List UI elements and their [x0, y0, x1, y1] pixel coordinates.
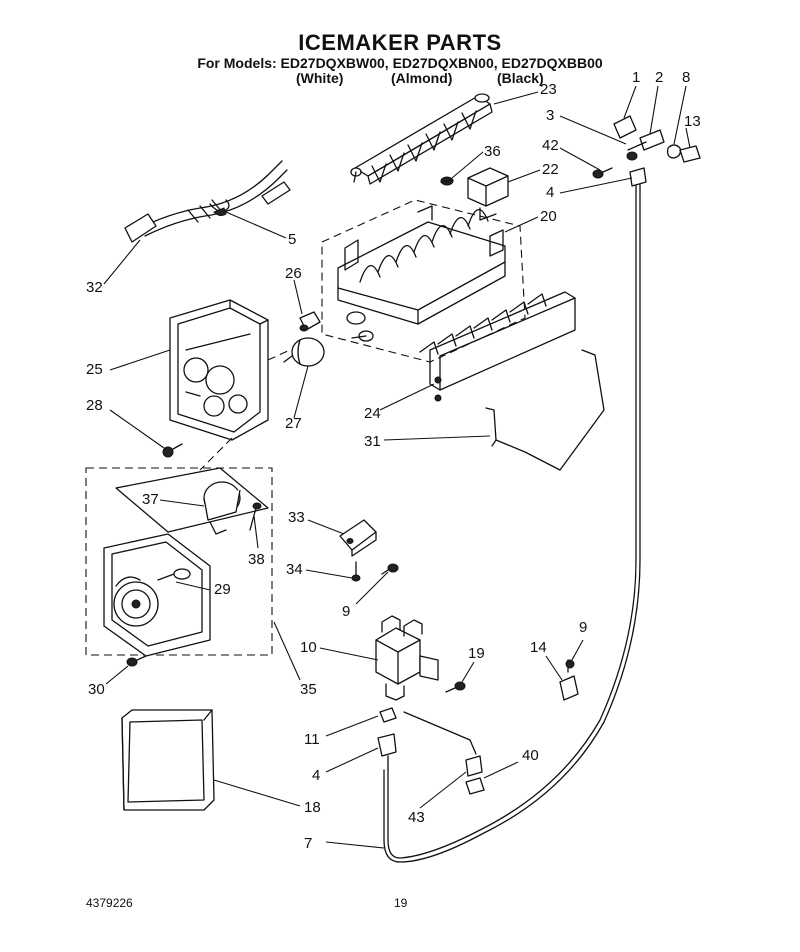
callout-label: 4 — [312, 767, 320, 784]
callout-label: 38 — [248, 551, 265, 568]
callout-label: 7 — [304, 835, 312, 852]
callout-label: 11 — [304, 731, 320, 748]
callout-label: 20 — [540, 208, 557, 225]
part-nut-40 — [465, 777, 485, 795]
callout-label: 5 — [288, 231, 296, 248]
part-bracket-33 — [339, 519, 377, 557]
page-title: ICEMAKER PARTS — [298, 30, 502, 55]
part-fitting-43 — [465, 755, 483, 777]
callout-label: 29 — [214, 581, 231, 598]
part-shutoff-arm — [485, 349, 605, 471]
callout-label: 1 — [632, 69, 640, 86]
part-clip-26 — [299, 311, 321, 332]
callout-labels: 1 2 8 3 13 42 22 4 36 23 20 5 32 26 25 2… — [86, 69, 701, 852]
callout-label: 34 — [286, 561, 303, 578]
part-wire-harness — [124, 160, 291, 243]
callout-label: 3 — [546, 107, 554, 124]
callout-label: 25 — [86, 361, 103, 378]
part-motor-module-box — [85, 467, 273, 657]
callout-label: 31 — [364, 433, 381, 450]
header: ICEMAKER PARTS For Models: ED27DQXBW00, … — [0, 0, 800, 100]
callout-label: 26 — [285, 265, 302, 282]
callout-label: 36 — [484, 143, 501, 160]
leader-lines — [103, 85, 691, 849]
part-bracket — [467, 167, 509, 221]
callout-label: 4 — [546, 184, 554, 201]
callout-label: 13 — [684, 113, 701, 130]
part-fitting-4-lower — [377, 733, 397, 771]
part-cover-pad — [121, 709, 215, 811]
part-thermostat — [283, 337, 325, 367]
callout-label: 35 — [300, 681, 317, 698]
part-screw-9a — [381, 563, 399, 575]
callout-label: 24 — [364, 405, 381, 422]
callout-label: 8 — [682, 69, 690, 86]
part-water-tube — [383, 181, 641, 863]
finish-almond: (Almond) — [391, 70, 453, 86]
callout-label: 10 — [300, 639, 317, 656]
callout-label: 18 — [304, 799, 321, 816]
callout-label: 37 — [142, 491, 159, 508]
callout-label: 32 — [86, 279, 103, 296]
part-screw-30 — [126, 655, 147, 667]
callout-label: 30 — [88, 681, 105, 698]
callout-label: 43 — [408, 809, 425, 826]
finish-black: (Black) — [497, 70, 544, 86]
part-screw-36 — [440, 176, 454, 186]
callout-label: 42 — [542, 137, 559, 154]
callout-label: 28 — [86, 397, 103, 414]
part-fill-tube-fittings — [592, 115, 701, 187]
callout-label: 9 — [579, 619, 587, 636]
callout-label: 27 — [285, 415, 302, 432]
part-screw-34 — [351, 561, 361, 582]
finish-white: (White) — [296, 70, 344, 86]
page-number: 19 — [394, 896, 408, 910]
callout-label: 2 — [655, 69, 663, 86]
part-ice-ejector — [350, 93, 493, 185]
model-list: For Models: ED27DQXBW00, ED27DQXBN00, ED… — [197, 55, 603, 71]
part-icemaker-mold — [321, 199, 526, 363]
callout-label: 40 — [522, 747, 539, 764]
part-water-valve — [375, 615, 439, 701]
callout-label: 9 — [342, 603, 350, 620]
document-number: 4379226 — [86, 896, 133, 910]
callout-label: 19 — [468, 645, 485, 662]
callout-label: 33 — [288, 509, 305, 526]
callout-label: 14 — [530, 639, 547, 656]
callout-label: 23 — [540, 81, 557, 98]
wire-lead — [403, 711, 477, 755]
part-mold-cover — [419, 291, 576, 402]
part-nut-11 — [379, 707, 397, 723]
part-screw-28 — [162, 443, 183, 458]
part-screw-19 — [445, 681, 466, 693]
callout-label: 22 — [542, 161, 559, 178]
part-control-housing — [169, 299, 269, 441]
part-screw-9b — [565, 659, 575, 669]
